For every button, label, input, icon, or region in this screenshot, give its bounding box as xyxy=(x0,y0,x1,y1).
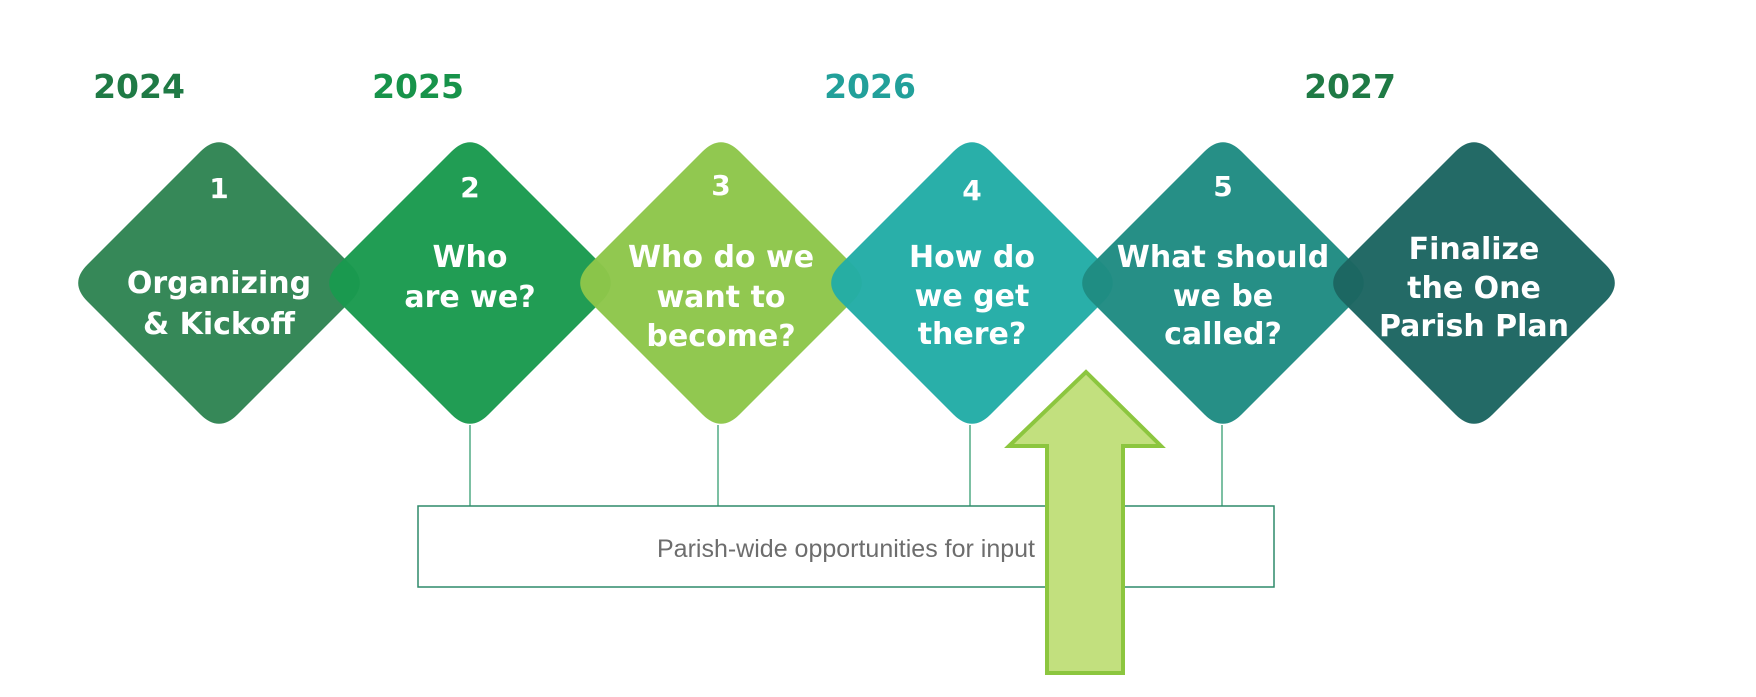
year-labels: 2024 2025 2026 2027 xyxy=(93,67,1396,106)
step-label-6-line-3: Parish Plan xyxy=(1379,309,1569,344)
step-label-2-line-2: are we? xyxy=(404,280,535,315)
up-arrow-icon xyxy=(1004,369,1166,675)
step-diamond-1 xyxy=(78,142,360,424)
step-label-5-line-3: called? xyxy=(1164,317,1282,352)
step-label-5-line-2: we be xyxy=(1173,279,1273,314)
input-box-label: Parish-wide opportunities for input xyxy=(657,535,1035,563)
step-number-4: 4 xyxy=(962,174,981,207)
connector-lines xyxy=(469,425,1223,506)
year-label-2025: 2025 xyxy=(372,67,464,106)
year-label-2024: 2024 xyxy=(93,67,185,106)
step-diamond-2 xyxy=(329,142,611,424)
step-label-5-line-1: What should xyxy=(1117,240,1329,275)
year-label-2027: 2027 xyxy=(1304,67,1396,106)
step-number-5: 5 xyxy=(1213,170,1232,203)
year-label-2026: 2026 xyxy=(824,67,916,106)
input-box-border xyxy=(417,505,1275,588)
step-diamond-6 xyxy=(1333,142,1615,424)
step-label-1-line-2: & Kickoff xyxy=(143,307,296,342)
step-label-1-line-1: Organizing xyxy=(127,266,311,301)
step-label-3-line-3: become? xyxy=(646,319,795,354)
step-diamond-5 xyxy=(1082,142,1364,424)
step-label-3-line-2: want to xyxy=(656,280,785,315)
step-number-3: 3 xyxy=(711,169,730,202)
step-label-6-line-1: Finalize xyxy=(1409,232,1540,267)
step-label-4-line-1: How do xyxy=(909,240,1035,275)
step-diamond-4 xyxy=(831,142,1113,424)
step-label-6-line-2: the One xyxy=(1407,271,1541,306)
step-number-1: 1 xyxy=(209,172,228,205)
step-label-3-line-1: Who do we xyxy=(628,240,814,275)
step-label-2-line-1: Who xyxy=(432,240,507,275)
step-label-4-line-2: we get xyxy=(915,279,1030,314)
step-diamond-3 xyxy=(580,142,862,424)
step-number-2: 2 xyxy=(460,171,479,204)
step-label-4-line-3: there? xyxy=(918,317,1027,352)
input-opportunities-box: Parish-wide opportunities for input xyxy=(417,505,1275,588)
